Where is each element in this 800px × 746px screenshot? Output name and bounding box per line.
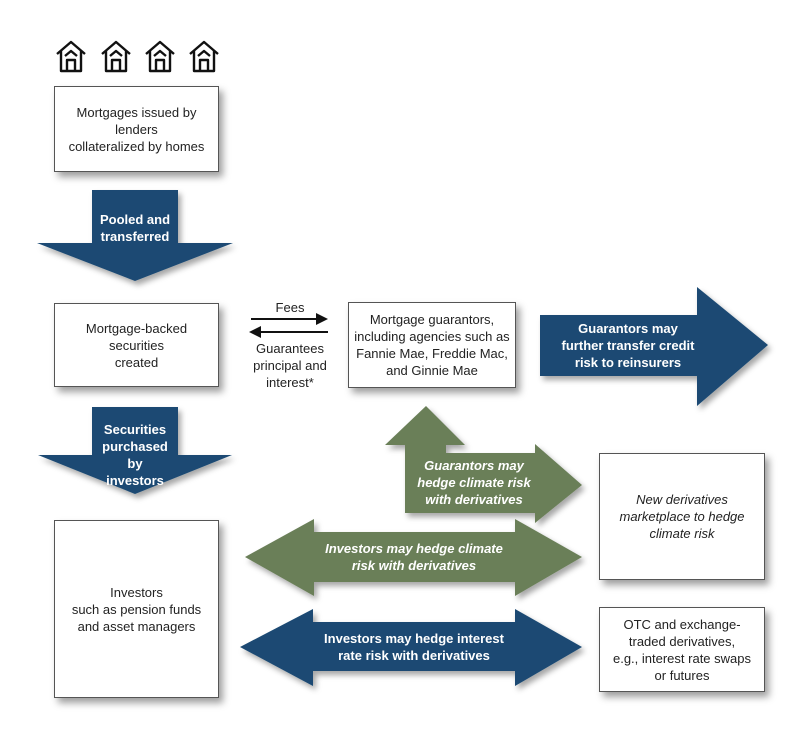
investors-climate-label: Investors may hedge climate risk with de… [325, 541, 503, 573]
mortgages-box: Mortgages issued by lenders collateraliz… [54, 86, 219, 172]
house-icon [101, 40, 131, 73]
house-icon [56, 40, 86, 73]
house-icon [145, 40, 175, 73]
mbs-box: Mortgage-backed securities created [54, 303, 219, 387]
houses-icon-row [56, 40, 219, 73]
investors-climate-arrow [245, 519, 582, 596]
otc-box: OTC and exchange- traded derivatives, e.… [599, 607, 765, 692]
fees-flow-arrow [251, 313, 328, 325]
purchased-label: Securities purchased by investors [102, 422, 168, 488]
reinsurers-label: Guarantors may further transfer credit r… [561, 321, 695, 370]
purchased-arrow [38, 407, 232, 494]
guarantors-hedge-label: Guarantors may hedge climate risk with d… [417, 458, 531, 507]
house-icon [189, 40, 219, 73]
guarantors-box: Mortgage guarantors, including agencies … [348, 302, 516, 388]
fees-label: Fees [275, 300, 305, 315]
investors-rate-arrow [240, 609, 582, 686]
guarantees-label: Guarantees principal and interest* [253, 341, 327, 390]
guarantors-hedge-arrow [385, 406, 582, 523]
guarantees-flow-arrow [249, 326, 328, 338]
reinsurers-arrow [540, 287, 768, 406]
pooled-label: Pooled and transferred [99, 212, 171, 244]
new-marketplace-box: New derivatives marketplace to hedge cli… [599, 453, 765, 580]
investors-rate-label: Investors may hedge interest rate risk w… [324, 631, 504, 663]
pooled-arrow [37, 190, 233, 281]
investors-box: Investors such as pension funds and asse… [54, 520, 219, 698]
